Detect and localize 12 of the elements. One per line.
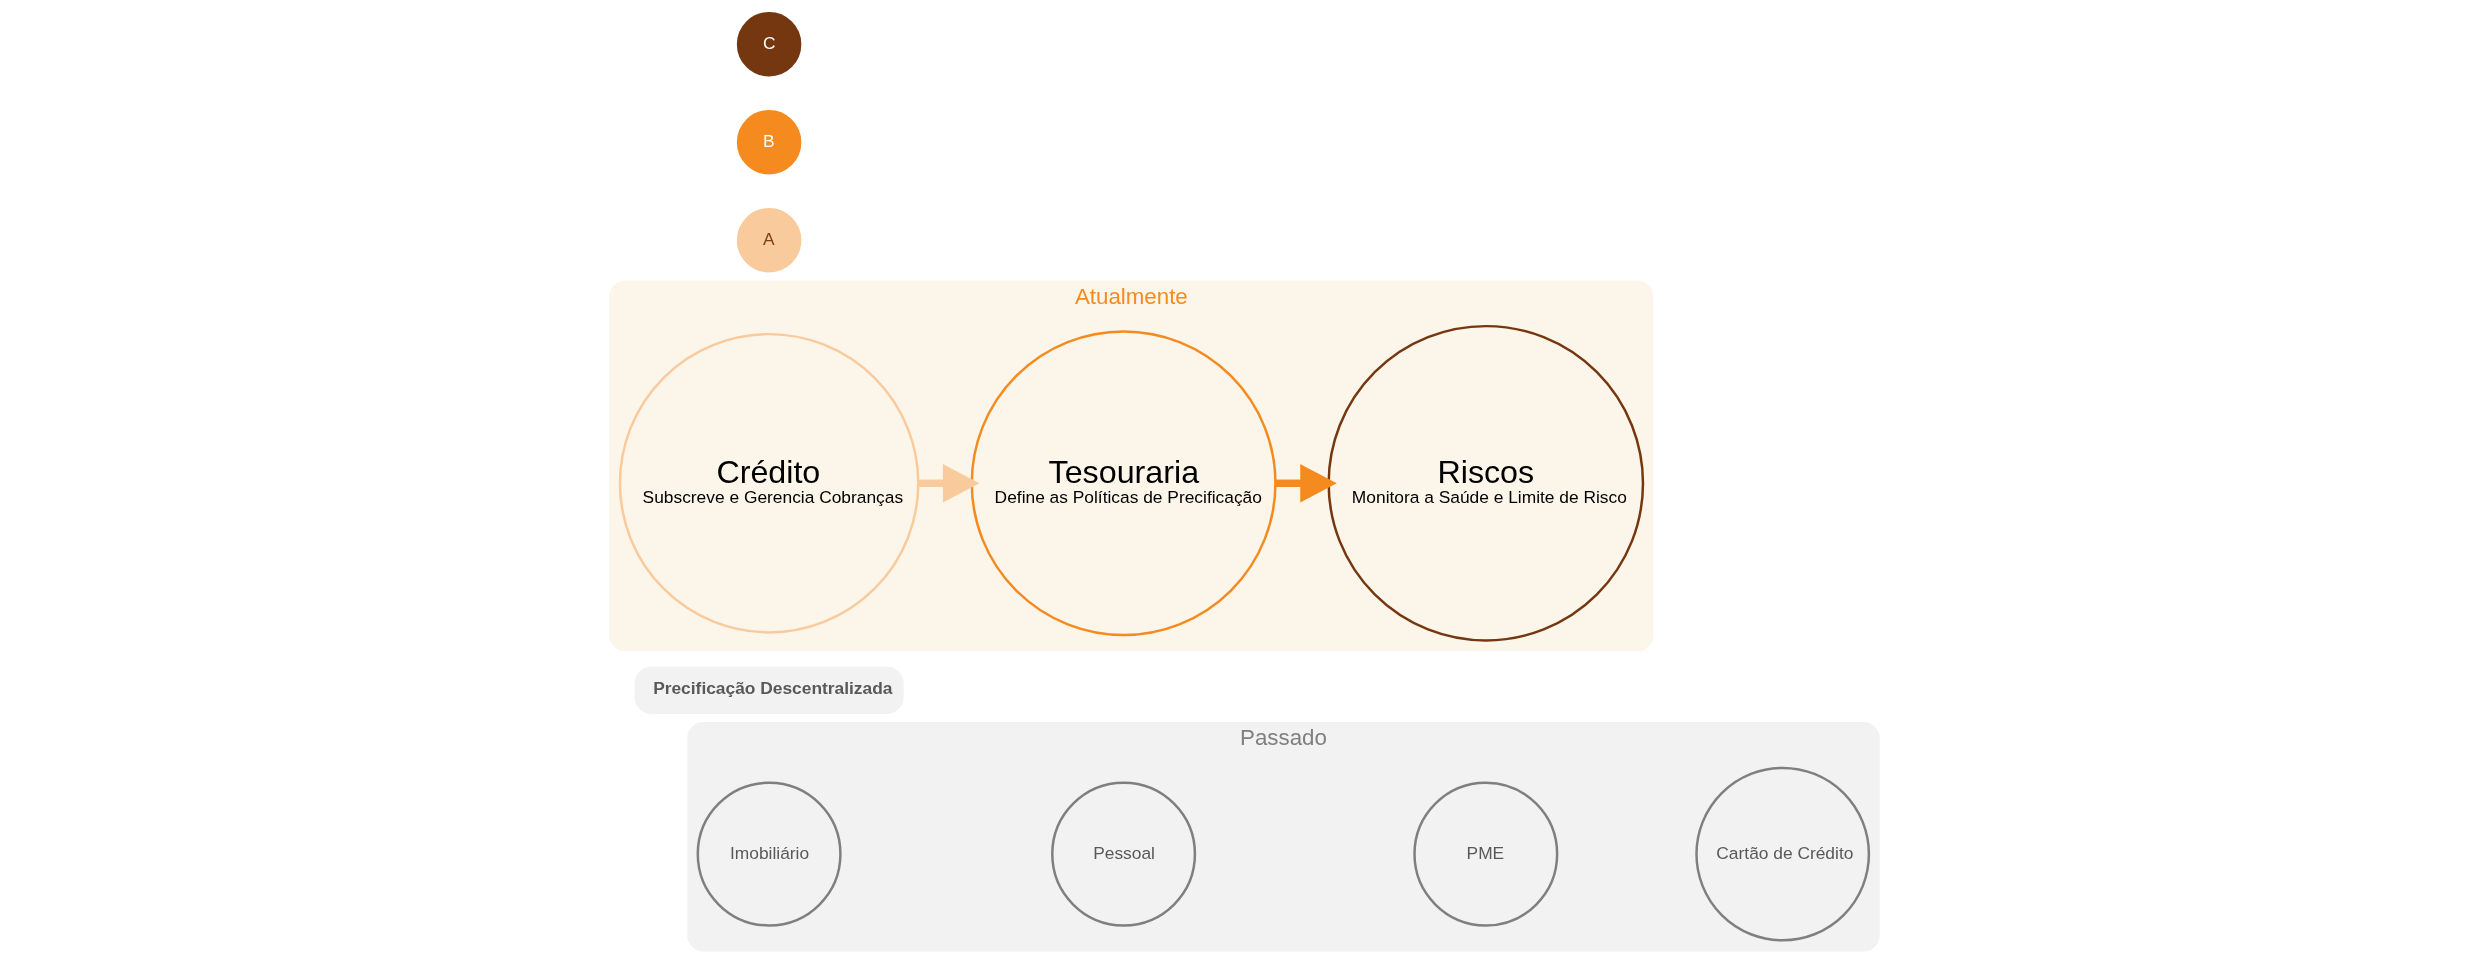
node-circle: Crédito Subscreve e Gerencia Cobranças (618, 332, 920, 634)
node-circle: A (736, 207, 802, 273)
node-circle: B (736, 110, 802, 175)
node-circle: C (736, 12, 802, 77)
node-circle: PME (1413, 781, 1559, 927)
node-circle: Pessoal (1051, 781, 1197, 927)
arrow (1275, 464, 1337, 503)
arrow (918, 464, 980, 503)
node-circle: Riscos Monitora a Saúde e Limite de Risco (1327, 324, 1645, 642)
node-circle: Imobiliário (696, 781, 842, 927)
node-circle: Cartão de Crédito (1695, 766, 1871, 942)
node-circle: Tesouraria Define as Políticas de Precificação (970, 330, 1277, 637)
